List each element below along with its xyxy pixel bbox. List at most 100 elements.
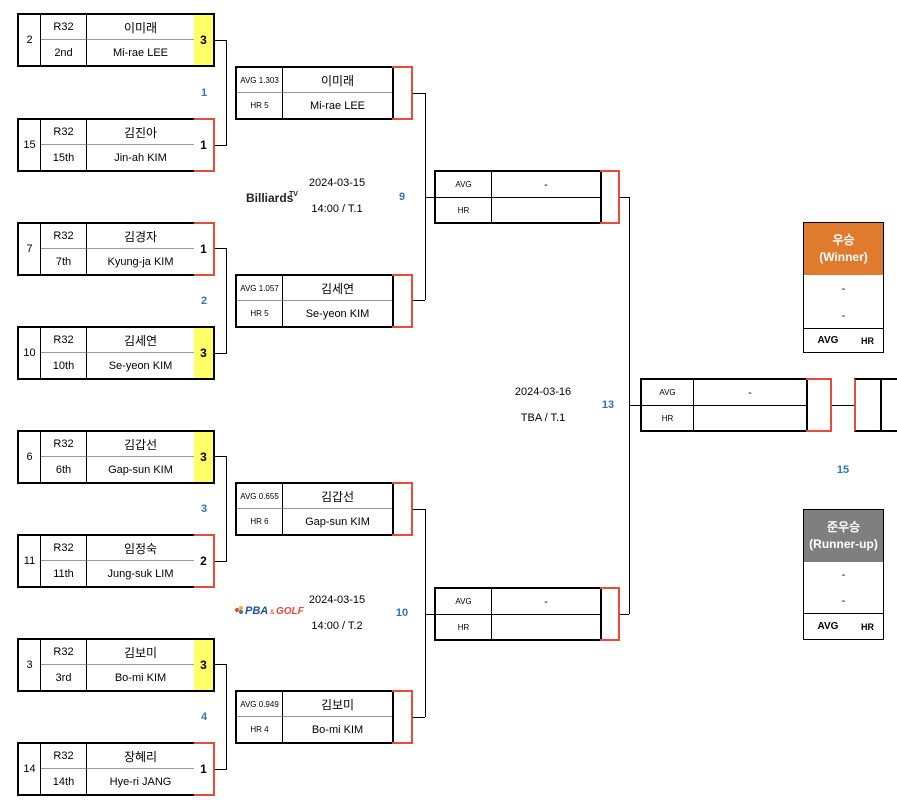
winner-avg-label: AVG: [817, 335, 839, 346]
player-seed: 2: [19, 15, 41, 65]
player-name-ko: 이미래: [87, 15, 194, 40]
qf-player-name: -: [492, 172, 600, 198]
winner-line1: -: [841, 283, 846, 295]
r16-hr: HR 4: [237, 717, 283, 742]
player-seed: 7: [19, 224, 41, 274]
runnerup-title-ko: 준우승: [826, 520, 861, 534]
player-name-ko: 김경자: [87, 224, 194, 249]
match-number-10: 10: [395, 607, 409, 619]
player-name-ko: 김보미: [283, 692, 392, 717]
schedule-time-1: 14:00 / T.1: [311, 203, 363, 215]
rank-label: 10th: [41, 353, 87, 378]
player-seed: 6: [19, 432, 41, 482]
rank-label: 15th: [41, 145, 87, 170]
r16-score-slot: [392, 482, 413, 536]
bracket-connector: [629, 405, 640, 406]
match-score: 1: [194, 222, 215, 276]
player-name-en: Gap-sun KIM: [305, 515, 370, 528]
player-name-ko: 임정숙: [87, 536, 194, 561]
quarter-box-bottom: AVG HR -: [434, 587, 602, 641]
bracket-connector: [413, 717, 425, 718]
round-label: R32: [41, 15, 87, 40]
player-name-en: Jung-suk LIM: [107, 567, 174, 580]
rank-label: 11th: [41, 561, 87, 586]
player-seed: 14: [19, 744, 41, 794]
match-score: 3: [194, 326, 215, 380]
qf-score-slot: [600, 170, 620, 224]
r16-score-slot: [392, 690, 413, 744]
player-name-en: Se-yeon KIM: [108, 359, 173, 372]
rank-label: 2nd: [41, 40, 87, 65]
bracket-connector: [226, 664, 227, 769]
r16-hr: HR 6: [237, 509, 283, 534]
svg-text:Billiards: Billiards: [246, 191, 294, 205]
bracket-connector: [425, 509, 426, 717]
sf-hr-label: HR: [642, 406, 694, 430]
svg-text:&: &: [270, 609, 275, 616]
final-slot: [854, 378, 897, 432]
quarter-box-top: AVG HR -: [434, 170, 602, 224]
match-number-15: 15: [836, 464, 850, 476]
match-score: 3: [194, 13, 215, 67]
player-name-ko: 김갑선: [87, 432, 194, 457]
round-label: R32: [41, 432, 87, 457]
match-score: 3: [194, 638, 215, 692]
bracket-connector: [226, 456, 227, 561]
qf-score-slot: [600, 587, 620, 641]
rank-label: 7th: [41, 249, 87, 274]
runnerup-box: 준우승 (Runner-up) - - AVG HR: [803, 509, 884, 640]
r16-avg: AVG 1.303: [237, 68, 283, 93]
semi-box: AVG HR -: [640, 378, 808, 432]
billiards-tv-logo: Billiards TV: [245, 188, 305, 206]
winner-box: 우승 (Winner) - - AVG HR: [803, 222, 884, 353]
runnerup-title-en: (Runner-up): [809, 537, 878, 551]
bracket-connector: [413, 509, 425, 510]
player-seed: 10: [19, 328, 41, 378]
schedule-date-1: 2024-03-15: [308, 177, 366, 189]
bracket-connector: [215, 353, 227, 354]
winner-hr-label: HR: [861, 335, 874, 346]
player-name-en: Jin-ah KIM: [114, 151, 167, 164]
match-score: 1: [194, 742, 215, 796]
bracket-connector: [620, 197, 629, 198]
player-name-ko: 이미래: [283, 68, 392, 93]
qf-avg-label: AVG: [436, 589, 492, 615]
schedule-date-3: 2024-03-16: [514, 386, 572, 398]
rank-label: 6th: [41, 457, 87, 482]
winner-header: 우승 (Winner): [804, 223, 883, 275]
r16-avg: AVG 0.655: [237, 484, 283, 509]
r16-score-slot: [392, 274, 413, 328]
runnerup-line1: -: [841, 569, 846, 581]
round-label: R32: [41, 120, 87, 145]
match-number-4: 4: [200, 711, 208, 723]
player-name-ko: 김보미: [87, 640, 194, 665]
player-seed: 15: [19, 120, 41, 170]
rank-label: 3rd: [41, 665, 87, 690]
runnerup-avg-label: AVG: [817, 621, 839, 632]
round-label: R32: [41, 536, 87, 561]
player-name-en: Bo-mi KIM: [311, 723, 364, 736]
player-name-en: Kyung-ja KIM: [107, 255, 174, 268]
schedule-time-3: TBA / T.1: [520, 412, 566, 424]
bracket-connector: [413, 93, 425, 94]
round-label: R32: [41, 224, 87, 249]
svg-text:PBA: PBA: [245, 605, 268, 617]
qf-hr-label: HR: [436, 615, 492, 639]
qf-avg-label: AVG: [436, 172, 492, 198]
match-score: 2: [194, 534, 215, 588]
qf-player-name: -: [492, 589, 600, 615]
bracket-connector: [226, 40, 227, 145]
r16-avg: AVG 0.949: [237, 692, 283, 717]
match-number-9: 9: [398, 191, 406, 203]
winner-line2: -: [804, 303, 883, 329]
